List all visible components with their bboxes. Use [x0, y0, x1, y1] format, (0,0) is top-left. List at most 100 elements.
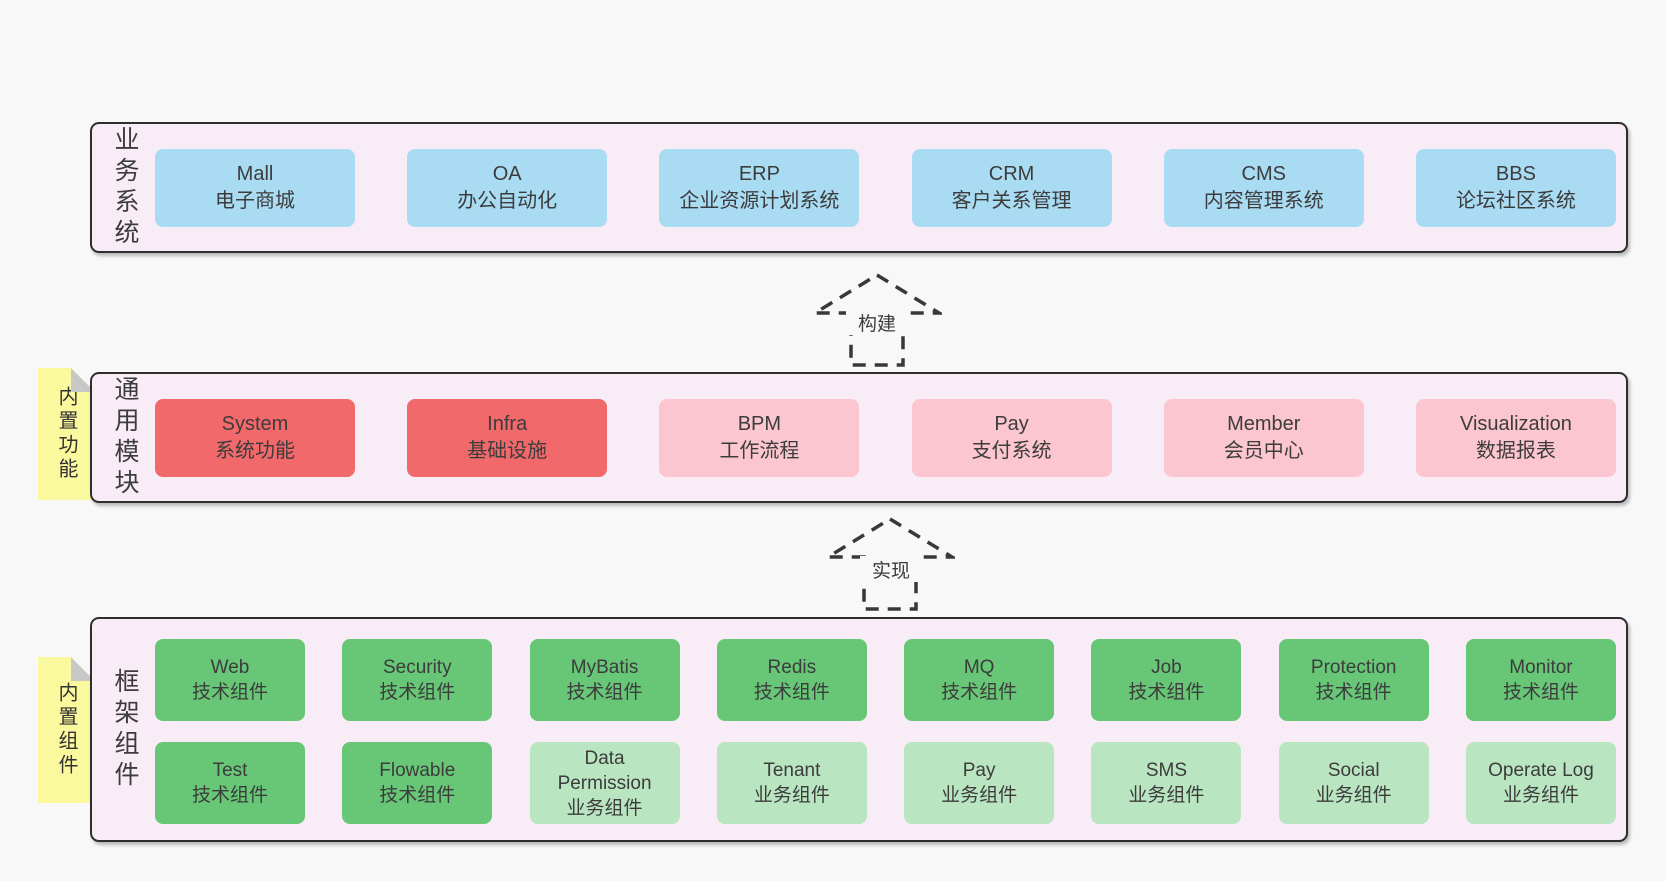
- module-box-data-permission: Data Permission 业务组件: [529, 742, 680, 824]
- module-name-en: MyBatis: [570, 657, 639, 678]
- module-box-pay: Pay 业务组件: [904, 742, 1055, 824]
- module-name-zh: 技术组件: [1315, 682, 1392, 703]
- module-name-en: Infra: [487, 412, 528, 435]
- module-box-visualization: Visualization 数据报表: [1415, 398, 1616, 477]
- module-name-en: Protection: [1310, 657, 1397, 678]
- module-row: Mall 电子商城 OA 办公自动化 ERP 企业资源计划系统 CRM 客户关系管理 CMS 内容…: [155, 148, 1616, 227]
- module-name-zh: 技术组件: [191, 682, 268, 703]
- module-name-en: Flowable: [379, 760, 456, 781]
- module-name-en: Web: [210, 657, 250, 678]
- module-box-protection: Protection 技术组件: [1278, 639, 1429, 721]
- module-name-en: Tenant: [763, 760, 821, 781]
- module-box-cms: CMS 内容管理系统: [1163, 148, 1364, 227]
- module-box-system: System 系统功能: [155, 398, 355, 477]
- module-name-en: Social: [1327, 760, 1380, 781]
- module-name-zh: 业务组件: [941, 785, 1018, 806]
- module-name-zh: 业务组件: [1315, 785, 1392, 806]
- band-label: 业务系统: [111, 125, 139, 250]
- module-name-zh: 电子商城: [215, 189, 295, 212]
- module-name-en: Member: [1227, 412, 1301, 435]
- module-name-zh: 系统功能: [215, 439, 295, 462]
- module-name-en: CMS: [1241, 162, 1286, 185]
- module-box-bbs: BBS 论坛社区系统: [1415, 148, 1616, 227]
- tab-label: 内置组件: [55, 682, 77, 778]
- module-name-en: Redis: [767, 657, 817, 678]
- module-name-zh: 业务组件: [566, 797, 643, 819]
- module-box-oa: OA 办公自动化: [407, 148, 608, 227]
- module-name-zh: 技术组件: [941, 682, 1018, 703]
- module-name-zh: 数据报表: [1475, 439, 1556, 462]
- module-name-zh: 基础设施: [467, 439, 548, 462]
- build-arrow-label: 构建: [846, 309, 908, 335]
- module-name-en: OA: [492, 162, 522, 185]
- module-name-en: SMS: [1145, 760, 1187, 781]
- module-box-test: Test 技术组件: [155, 742, 305, 824]
- module-box-operate-log: Operate Log 业务组件: [1465, 742, 1616, 824]
- module-name-zh: 技术组件: [753, 682, 830, 703]
- module-box-infra: Infra 基础设施: [407, 398, 608, 477]
- band-label: 框架组件: [111, 667, 139, 792]
- module-name-en: Operate Log: [1488, 760, 1594, 781]
- module-name-zh: 客户关系管理: [951, 189, 1072, 212]
- module-name-zh: 工作流程: [719, 439, 800, 462]
- module-name-en: Data Permission: [557, 747, 652, 794]
- band-business-systems: 业务系统 Mall 电子商城 OA 办公自动化 ERP 企业资源计划系统 CRM 客户关系管理…: [90, 122, 1628, 253]
- module-name-en: Security: [382, 657, 452, 678]
- module-name-zh: 技术组件: [191, 785, 268, 806]
- module-name-en: ERP: [738, 162, 780, 185]
- module-name-zh: 支付系统: [971, 439, 1052, 462]
- module-name-en: Visualization: [1459, 412, 1572, 435]
- module-box-sms: SMS 业务组件: [1091, 742, 1242, 824]
- module-box-security: Security 技术组件: [342, 639, 493, 721]
- module-box-erp: ERP 企业资源计划系统: [659, 148, 860, 227]
- module-name-zh: 企业资源计划系统: [679, 189, 840, 212]
- band-content: Mall 电子商城 OA 办公自动化 ERP 企业资源计划系统 CRM 客户关系管理 CMS 内容…: [155, 124, 1616, 251]
- module-name-en: Mall: [236, 162, 274, 185]
- module-name-zh: 论坛社区系统: [1455, 189, 1576, 212]
- module-name-en: MQ: [963, 657, 995, 678]
- module-box-mybatis: MyBatis 技术组件: [529, 639, 680, 721]
- implement-arrow-up-icon: [825, 516, 955, 612]
- module-name-en: System: [221, 412, 289, 435]
- module-box-web: Web 技术组件: [155, 639, 305, 721]
- module-name-zh: 业务组件: [1502, 785, 1579, 806]
- module-name-zh: 技术组件: [566, 682, 643, 703]
- module-box-social: Social 业务组件: [1278, 742, 1429, 824]
- module-name-zh: 技术组件: [1128, 682, 1205, 703]
- module-name-en: Monitor: [1509, 657, 1573, 678]
- module-box-mq: MQ 技术组件: [904, 639, 1055, 721]
- implement-arrow-label: 实现: [860, 556, 922, 582]
- module-name-zh: 技术组件: [379, 785, 456, 806]
- module-box-flowable: Flowable 技术组件: [342, 742, 493, 824]
- module-name-zh: 技术组件: [379, 682, 456, 703]
- module-name-zh: 业务组件: [753, 785, 830, 806]
- module-name-en: Job: [1151, 657, 1182, 678]
- tab-builtin-components: 内置组件: [38, 657, 95, 803]
- module-name-zh: 办公自动化: [457, 189, 558, 212]
- module-name-en: Test: [212, 760, 248, 781]
- module-box-redis: Redis 技术组件: [716, 639, 867, 721]
- module-name-en: Pay: [962, 760, 996, 781]
- module-name-zh: 业务组件: [1128, 785, 1205, 806]
- build-arrow-up-icon: [812, 272, 942, 368]
- module-name-en: CRM: [988, 162, 1035, 185]
- tab-builtin-features: 内置功能: [38, 368, 95, 500]
- module-name-en: BBS: [1495, 162, 1536, 185]
- band-label: 通用模块: [111, 375, 139, 500]
- module-name-zh: 内容管理系统: [1203, 189, 1324, 212]
- module-box-mall: Mall 电子商城: [155, 148, 355, 227]
- module-box-tenant: Tenant 业务组件: [716, 742, 867, 824]
- module-box-job: Job 技术组件: [1091, 639, 1242, 721]
- module-name-zh: 技术组件: [1502, 682, 1579, 703]
